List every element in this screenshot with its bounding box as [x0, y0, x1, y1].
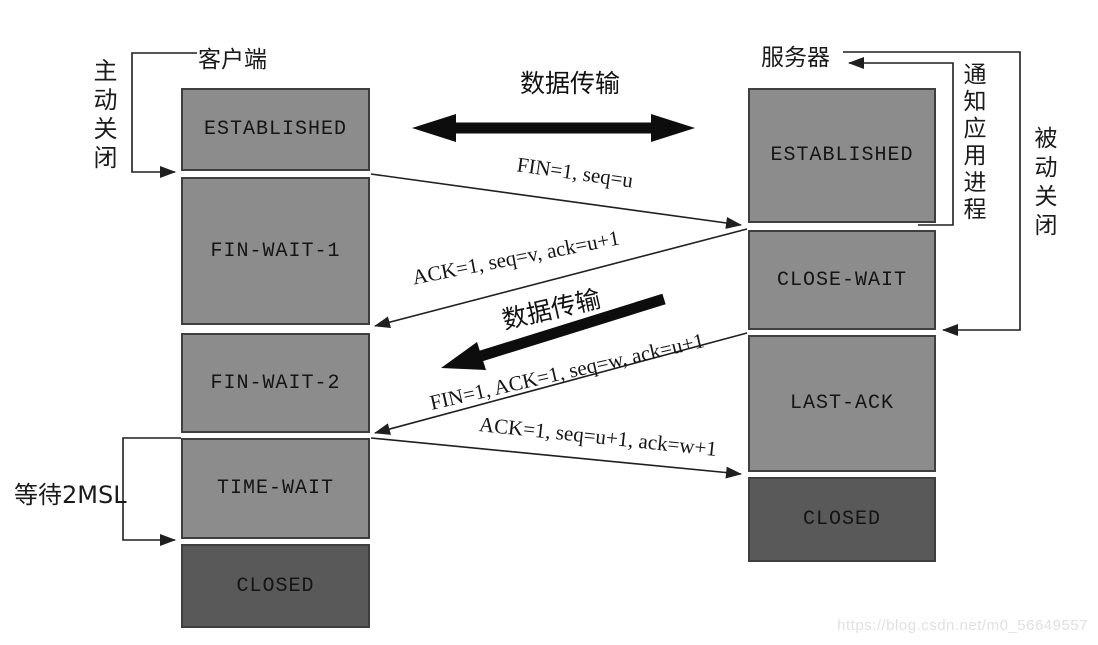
- watermark: https://blog.csdn.net/m0_56649557: [837, 617, 1088, 634]
- wait-2msl-bracket: [122, 437, 181, 546]
- active-close-label: 主动关闭: [89, 58, 117, 174]
- server-header: 服务器: [761, 45, 830, 71]
- client-state-time-wait: TIME-WAIT: [181, 438, 370, 539]
- passive-close-bracket: [843, 51, 1021, 336]
- state-label: ESTABLISHED: [770, 144, 914, 167]
- notify-app-bracket: [848, 57, 954, 226]
- data-transfer-mid-arrow: [441, 293, 666, 370]
- client-state-fin-wait-2: FIN-WAIT-2: [181, 333, 370, 433]
- server-state-last-ack: LAST-ACK: [748, 335, 936, 472]
- state-label: ESTABLISHED: [203, 118, 348, 141]
- ack-line: [374, 228, 748, 329]
- client-state-fin-wait-1: FIN-WAIT-1: [181, 177, 370, 325]
- state-label: LAST-ACK: [789, 392, 894, 415]
- active-close-bracket: [131, 52, 197, 178]
- state-label: CLOSED: [802, 508, 881, 531]
- fin-ack-line: [374, 332, 748, 435]
- data-transfer-top-label: 数据传输: [519, 69, 621, 98]
- wait-2msl-label: 等待2MSL: [14, 481, 127, 509]
- client-header: 客户端: [198, 47, 267, 73]
- state-label: TIME-WAIT: [216, 477, 335, 500]
- server-state-close-wait: CLOSE-WAIT: [748, 230, 936, 330]
- server-state-closed: CLOSED: [748, 477, 936, 562]
- state-label: CLOSE-WAIT: [776, 268, 908, 292]
- last-ack-line: [370, 437, 742, 479]
- state-label: FIN-WAIT-1: [210, 239, 341, 263]
- fin-line: [370, 173, 742, 229]
- notify-app-label: 通知应用进程: [959, 62, 985, 224]
- state-label: CLOSED: [236, 574, 315, 598]
- passive-close-label: 被动关闭: [1030, 126, 1056, 242]
- client-state-closed: CLOSED: [181, 544, 370, 628]
- server-state-established: ESTABLISHED: [748, 88, 936, 223]
- client-state-established: ESTABLISHED: [181, 88, 370, 171]
- state-label: FIN-WAIT-2: [210, 371, 341, 395]
- data-transfer-top-arrow: [412, 114, 695, 142]
